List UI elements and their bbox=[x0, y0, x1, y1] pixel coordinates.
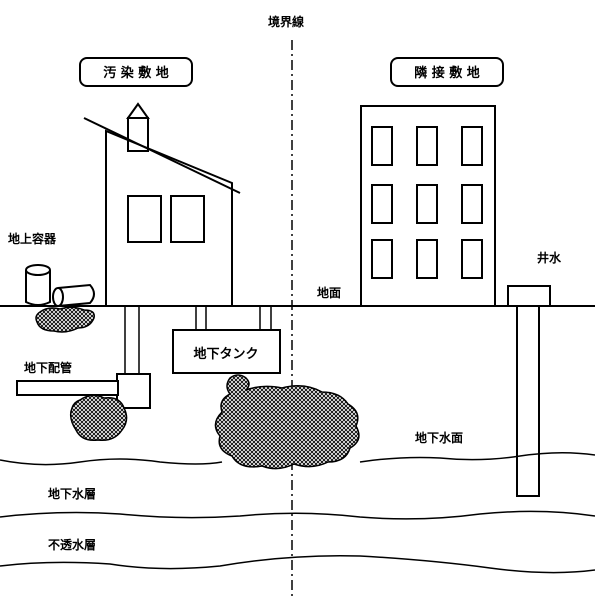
underground-pipe-label: 地下配管 bbox=[24, 360, 72, 375]
adjacent-site-label: 隣 接 敷 地 bbox=[414, 65, 480, 81]
impermeable-layer-line bbox=[0, 554, 595, 574]
groundwater-surface-label: 地下水面 bbox=[415, 430, 463, 445]
tank-riser-right bbox=[259, 306, 272, 330]
adjacent-site-box bbox=[390, 57, 504, 87]
well bbox=[507, 285, 551, 497]
building bbox=[360, 105, 496, 307]
aquifer-lower-line bbox=[0, 510, 595, 520]
above-ground-container-label: 地上容器 bbox=[8, 231, 57, 246]
tank-body bbox=[172, 329, 281, 374]
building-window bbox=[416, 126, 438, 166]
tank-riser-left bbox=[195, 306, 207, 330]
contamination-pipe-leak bbox=[69, 394, 128, 442]
boundary-label: 境界線 bbox=[268, 14, 304, 29]
house-window-left bbox=[127, 195, 162, 243]
building-window bbox=[371, 239, 393, 279]
building-window bbox=[461, 239, 483, 279]
impermeable-layer-label: 不透水層 bbox=[48, 537, 96, 552]
building-outline bbox=[360, 105, 496, 307]
container-upright-top bbox=[25, 264, 51, 276]
building-window bbox=[416, 184, 438, 224]
house-window-right bbox=[170, 195, 205, 243]
above-ground-containers bbox=[25, 264, 95, 307]
building-window bbox=[371, 126, 393, 166]
pipe-vertical bbox=[124, 306, 140, 375]
container-tipped bbox=[57, 283, 95, 307]
underground-pipe bbox=[16, 306, 151, 409]
container-upright bbox=[25, 270, 51, 306]
building-window bbox=[416, 239, 438, 279]
well-label: 井水 bbox=[537, 250, 562, 265]
well-shaft bbox=[516, 305, 540, 497]
house-roof bbox=[83, 117, 241, 194]
groundwater-surface-line bbox=[0, 451, 595, 466]
container-tipped-end bbox=[52, 287, 64, 307]
well-head bbox=[507, 285, 551, 307]
underground-tank bbox=[172, 306, 281, 374]
aquifer-label: 地下水層 bbox=[48, 486, 96, 501]
underground-tank-label: 地下タンク bbox=[193, 346, 258, 362]
building-window bbox=[371, 184, 393, 224]
house-walls bbox=[105, 129, 233, 306]
polluted-site-box bbox=[79, 57, 193, 87]
pipe-junction-box bbox=[116, 373, 151, 409]
polluted-site-label: 汚 染 敷 地 bbox=[103, 65, 169, 81]
contamination-spill bbox=[35, 306, 96, 333]
house bbox=[83, 102, 241, 306]
ground-label: 地面 bbox=[317, 285, 341, 300]
chimney-cap bbox=[126, 102, 150, 119]
contamination-tank-plume bbox=[214, 374, 360, 470]
pipe-horizontal bbox=[16, 380, 119, 396]
building-window bbox=[461, 126, 483, 166]
building-window bbox=[461, 184, 483, 224]
